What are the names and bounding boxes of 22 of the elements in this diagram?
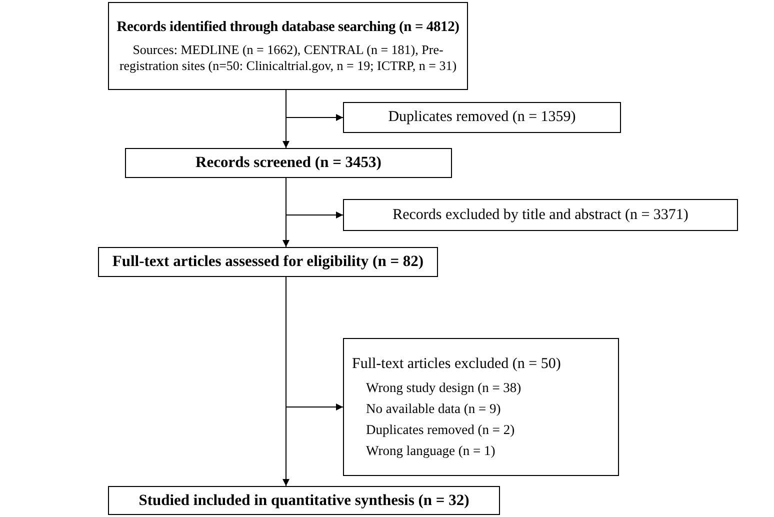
box-heading: Full-text articles assessed for eligibility (n = 82) [111, 253, 425, 271]
process-box [98, 247, 438, 277]
box-text: Sources: MEDLINE (n = 1662), CENTRAL (n = 181), Pre-registration sites (n=50: Clinicaltrial.gov, n = 19; ICTRP, n = 31) [118, 42, 458, 74]
box-heading: Records excluded by title and abstract (n = 3371) [392, 206, 690, 224]
process-box [343, 102, 621, 133]
process-box [108, 486, 500, 515]
process-box [343, 338, 619, 476]
arrow [286, 178, 344, 218]
process-box [125, 148, 452, 178]
box-heading: Records identified through database searching (n = 4812) [116, 18, 460, 36]
process-box [108, 2, 468, 90]
process-box [343, 199, 738, 231]
arrow [286, 276, 344, 410]
arrow [286, 90, 344, 121]
box-text: No available data (n = 9) [365, 400, 502, 416]
box-text: Wrong language (n = 1) [365, 442, 496, 458]
box-text: Duplicates removed (n = 2) [365, 422, 516, 438]
box-heading: Full-text articles excluded (n = 50) [352, 356, 562, 372]
box-heading: Records screened (n = 3453) [194, 154, 382, 172]
box-text: Wrong study design (n = 38) [365, 380, 522, 396]
box-heading: Studied included in quantitative synthesis (n = 32) [138, 492, 470, 510]
box-heading: Duplicates removed (n = 1359) [387, 109, 577, 126]
